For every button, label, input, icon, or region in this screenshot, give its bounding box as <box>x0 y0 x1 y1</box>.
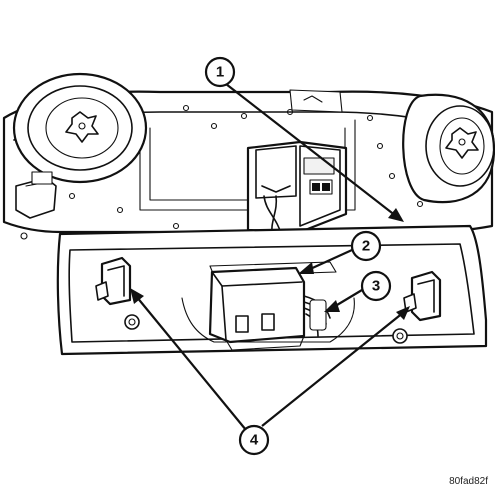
lamp-module <box>208 266 306 351</box>
leader-line-4b <box>261 311 405 427</box>
callout-1-label: 1 <box>216 64 224 81</box>
callout-3: 3 <box>360 270 392 302</box>
clip-left <box>95 256 140 330</box>
leader-arrow-1 <box>388 208 404 222</box>
leader-lines <box>130 83 410 431</box>
wire-harness <box>303 295 331 337</box>
callout-2: 2 <box>350 230 382 262</box>
callout-3-label: 3 <box>372 278 380 295</box>
callout-1: 1 <box>204 56 236 88</box>
figure-id: 80fad82f <box>449 476 488 487</box>
leader-line-4a <box>135 295 247 431</box>
leader-arrow-2 <box>298 262 314 274</box>
callout-4-label: 4 <box>250 432 259 449</box>
leader-arrow-3 <box>324 300 340 312</box>
right-speaker <box>402 93 495 204</box>
leader-arrow-4a <box>130 288 144 304</box>
leader-line-1 <box>225 83 397 217</box>
clip-right <box>392 270 442 344</box>
side-connector <box>15 171 57 219</box>
callout-4: 4 <box>238 424 270 456</box>
callout-2-label: 2 <box>362 238 370 255</box>
leader-line-2 <box>307 248 353 272</box>
leader-arrow-4b <box>396 306 410 320</box>
left-speaker <box>12 72 148 184</box>
